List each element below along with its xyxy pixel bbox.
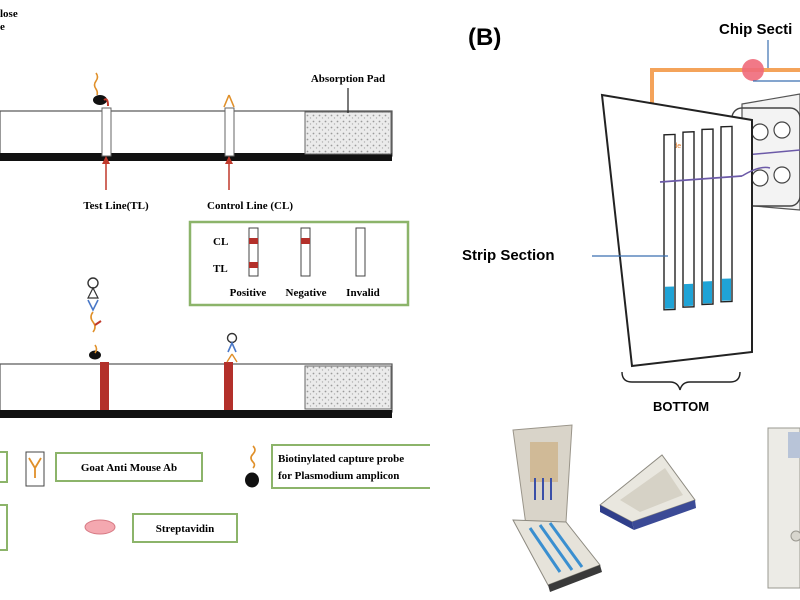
chip-device xyxy=(731,93,800,211)
probe-tail-bottom xyxy=(94,344,98,354)
negative-cl-band xyxy=(301,238,310,244)
strip-tube-2 xyxy=(682,131,695,308)
bottom-control-line xyxy=(224,362,233,410)
device-3-port xyxy=(790,530,800,542)
chip-photo-edge-left xyxy=(600,505,634,530)
antibody-blue-icon xyxy=(87,299,99,312)
invalid-label: Invalid xyxy=(346,287,380,299)
cassette-edge xyxy=(548,565,602,592)
bottom-strip xyxy=(0,277,393,418)
cassette-blue-strip-2 xyxy=(538,524,574,571)
positive-tl-band xyxy=(249,262,258,268)
chip-channel xyxy=(744,149,800,156)
probe-squiggle-top xyxy=(93,72,99,96)
strip-fill-3 xyxy=(703,281,712,304)
strip-fill-4 xyxy=(722,278,731,301)
strip-board xyxy=(600,93,753,368)
bottom-strip-backing xyxy=(0,410,392,418)
goat-ab-legend-icon xyxy=(28,457,42,478)
chip-well-1 xyxy=(751,123,769,141)
device-photo-3 xyxy=(767,427,800,589)
top-strip-backing xyxy=(0,153,392,161)
top-strip: Absorption Pad Test Line(TL) Control Lin… xyxy=(0,72,393,212)
probe-link-top xyxy=(103,98,109,107)
strip-tube-4 xyxy=(720,125,733,303)
legend-cut-box-1 xyxy=(0,451,8,483)
strip-to-chip-link xyxy=(741,166,771,177)
control-line-marker xyxy=(224,107,235,157)
strip-fill-2 xyxy=(684,283,693,307)
strip-section-label: Strip Section xyxy=(462,247,555,264)
legend: Goat Anti Mouse Ab Biotinylated capture … xyxy=(0,444,459,551)
result-tl-label: TL xyxy=(213,263,228,275)
bottom-test-line xyxy=(100,362,109,410)
positive-cassette xyxy=(248,227,259,277)
absorption-pad xyxy=(304,111,392,155)
biotin-legend-label-1: Biotinylated capture probe xyxy=(278,453,404,465)
probe-squiggle-bottom xyxy=(90,311,96,333)
invalid-cassette xyxy=(355,227,366,277)
left-panel: lose e Absorption Pad Test Line(TL) Cont… xyxy=(0,8,459,551)
bottom-brace xyxy=(621,371,741,391)
top-cut-text-1: lose xyxy=(0,8,18,20)
strip-link-line xyxy=(659,175,743,183)
strip-tubes xyxy=(659,125,771,311)
top-cut-text-2: e xyxy=(0,21,5,33)
chip-photo-window xyxy=(620,468,683,512)
result-box: CL TL Positive Negative Invalid xyxy=(188,220,410,307)
test-line-arrowhead xyxy=(102,156,110,164)
panel-label-b: (B) xyxy=(468,24,501,51)
biotin-probe-icon-bottom xyxy=(89,350,101,360)
bottom-absorption-pad xyxy=(304,365,392,410)
legend-cut-box-2 xyxy=(0,504,8,551)
device-photo-2 xyxy=(599,454,696,530)
cassette-blue-strip-1 xyxy=(528,527,562,573)
goat-ab-legend-box xyxy=(55,452,203,482)
bottom-label: BOTTOM xyxy=(653,399,709,414)
antibody-stack-icon xyxy=(87,286,99,299)
chip-well-3 xyxy=(751,169,769,187)
strip-fill-1 xyxy=(665,286,674,309)
biotin-legend-box xyxy=(271,444,459,489)
biotin-legend-icon xyxy=(245,472,259,488)
streptavidin-legend-box xyxy=(132,513,238,543)
goat-ab-icon-top xyxy=(223,94,235,108)
right-panel: (B) Chip Secti blade xyxy=(430,21,800,600)
strip-tube-3 xyxy=(701,128,714,306)
control-line-label: Control Line (CL) xyxy=(207,200,293,212)
goat-ab-legend-label: Goat Anti Mouse Ab xyxy=(81,462,177,474)
control-antibody-icon xyxy=(227,341,237,353)
test-line-label: Test Line(TL) xyxy=(83,200,149,212)
biotin-probe-icon-top xyxy=(93,95,107,105)
device-3-label xyxy=(788,432,800,458)
biotin-legend-label-2: for Plasmodium amplicon xyxy=(278,470,399,482)
negative-cassette xyxy=(300,227,311,277)
chip-section-label: Chip Secti xyxy=(719,21,792,38)
result-cl-label: CL xyxy=(213,236,228,248)
probe-link-bottom xyxy=(94,320,102,326)
control-line-arrowhead xyxy=(225,156,233,164)
chip-photo-edge-right xyxy=(632,500,696,530)
cassette-window xyxy=(530,442,558,482)
result-box-frame xyxy=(188,220,410,307)
absorption-pad-label: Absorption Pad xyxy=(311,73,385,85)
negative-label: Negative xyxy=(286,287,327,299)
streptavidin-legend-label: Streptavidin xyxy=(156,523,214,535)
cassette-blue-strip-3 xyxy=(548,522,584,568)
connection-dot xyxy=(742,59,764,81)
test-line-marker xyxy=(101,107,112,157)
chip-well-4 xyxy=(773,166,791,184)
chip-well-2 xyxy=(773,121,791,139)
reporter-circle-icon xyxy=(87,277,99,289)
streptavidin-legend-icon xyxy=(84,519,116,535)
positive-cl-band xyxy=(249,238,258,244)
positive-label: Positive xyxy=(230,287,267,299)
control-goat-ab-icon xyxy=(226,353,238,363)
strip-tube-1 xyxy=(663,133,676,311)
biotin-legend-squiggle xyxy=(250,445,256,469)
